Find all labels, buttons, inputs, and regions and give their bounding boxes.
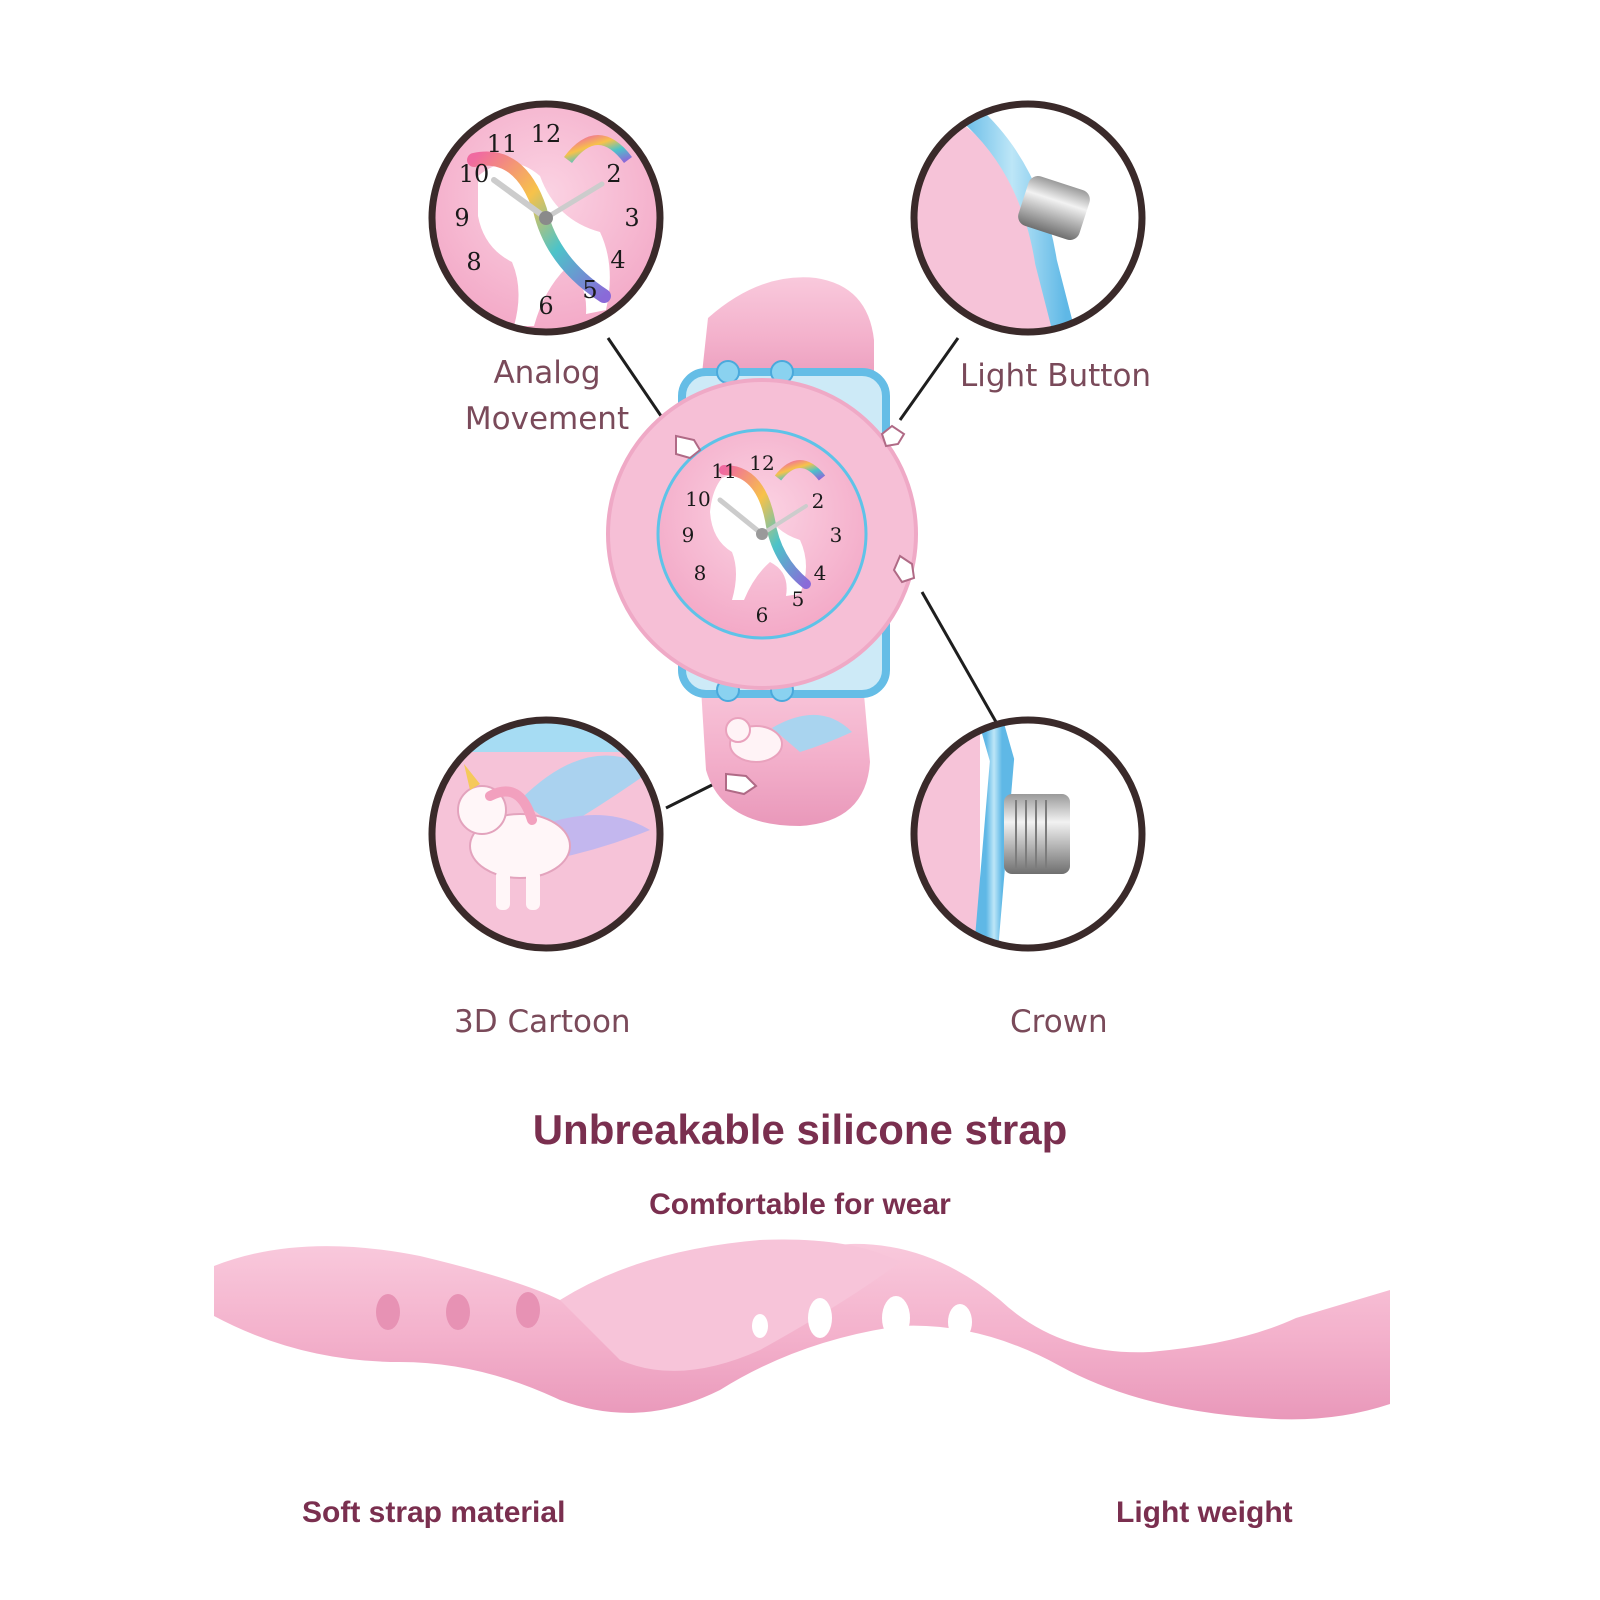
zoom-dial-number: 2 <box>606 160 621 188</box>
zoom-dial-number: 3 <box>624 204 639 232</box>
twisted-strap <box>214 1239 1390 1420</box>
strap-hole <box>948 1304 972 1340</box>
analog-label-line2: Movement <box>464 401 630 437</box>
zoom-dial-number: 9 <box>454 204 469 232</box>
connector-crown <box>920 591 1006 737</box>
watch: 12 2 3 4 5 6 8 9 10 11 <box>606 277 918 826</box>
dial-number: 11 <box>711 459 736 483</box>
light-button-zoom <box>910 100 1146 336</box>
zoom-dial-number: 4 <box>610 246 625 274</box>
analog-movement-zoom: 12 2 3 4 5 6 8 9 10 11 <box>428 100 664 336</box>
crown-zoom <box>910 716 1146 952</box>
dial-number: 3 <box>830 523 843 547</box>
analog-label-line1: Analog <box>493 355 601 391</box>
strap-hole <box>882 1296 910 1340</box>
dial-number: 4 <box>814 561 827 585</box>
connector-light-button <box>898 337 960 421</box>
zoom-dial-number: 11 <box>487 130 518 158</box>
analog-movement-label: Analog Movement <box>432 350 662 442</box>
dial-number: 9 <box>682 523 695 547</box>
zoom-dial-number: 5 <box>582 276 597 304</box>
dial-number: 6 <box>756 603 769 627</box>
pointer-hand-icon <box>892 554 916 584</box>
feature-light-weight: Light weight <box>1116 1496 1293 1529</box>
strap-hole <box>752 1314 768 1338</box>
dial-number: 2 <box>812 489 825 513</box>
strap-hole <box>446 1294 470 1330</box>
dial-number: 5 <box>792 587 805 611</box>
dial-unicorn-mane <box>719 465 811 589</box>
strap-hole <box>808 1298 832 1338</box>
cartoon-zoom <box>428 716 664 952</box>
pointer-hand-icon <box>675 434 702 460</box>
dial-number: 10 <box>685 487 710 511</box>
feature-soft-strap: Soft strap material <box>302 1496 566 1529</box>
zoom-dial-number: 8 <box>466 248 481 276</box>
zoom-dial-number: 10 <box>459 160 490 188</box>
dial-numbers: 12 2 3 4 5 6 8 9 10 11 <box>682 451 843 627</box>
zoom-dial-number: 12 <box>531 120 562 148</box>
dial-number: 12 <box>749 451 774 475</box>
pointer-hand-icon <box>880 424 906 448</box>
dial-number: 8 <box>694 561 707 585</box>
strap-hole <box>516 1292 540 1328</box>
upper-strap <box>700 277 874 392</box>
dial-rainbow <box>774 460 826 481</box>
headline: Unbreakable silicone strap <box>532 1106 1068 1153</box>
subheadline: Comfortable for wear <box>649 1188 951 1221</box>
cartoon-label: 3D Cartoon <box>454 1004 631 1040</box>
zoom-dial-number: 6 <box>538 292 553 320</box>
crown-label: Crown <box>1010 1004 1108 1040</box>
strap-hole <box>376 1294 400 1330</box>
light-button-label: Light Button <box>960 358 1152 394</box>
strap-cartoon-unicorn <box>725 714 852 763</box>
pointer-hand-icon <box>725 772 758 796</box>
